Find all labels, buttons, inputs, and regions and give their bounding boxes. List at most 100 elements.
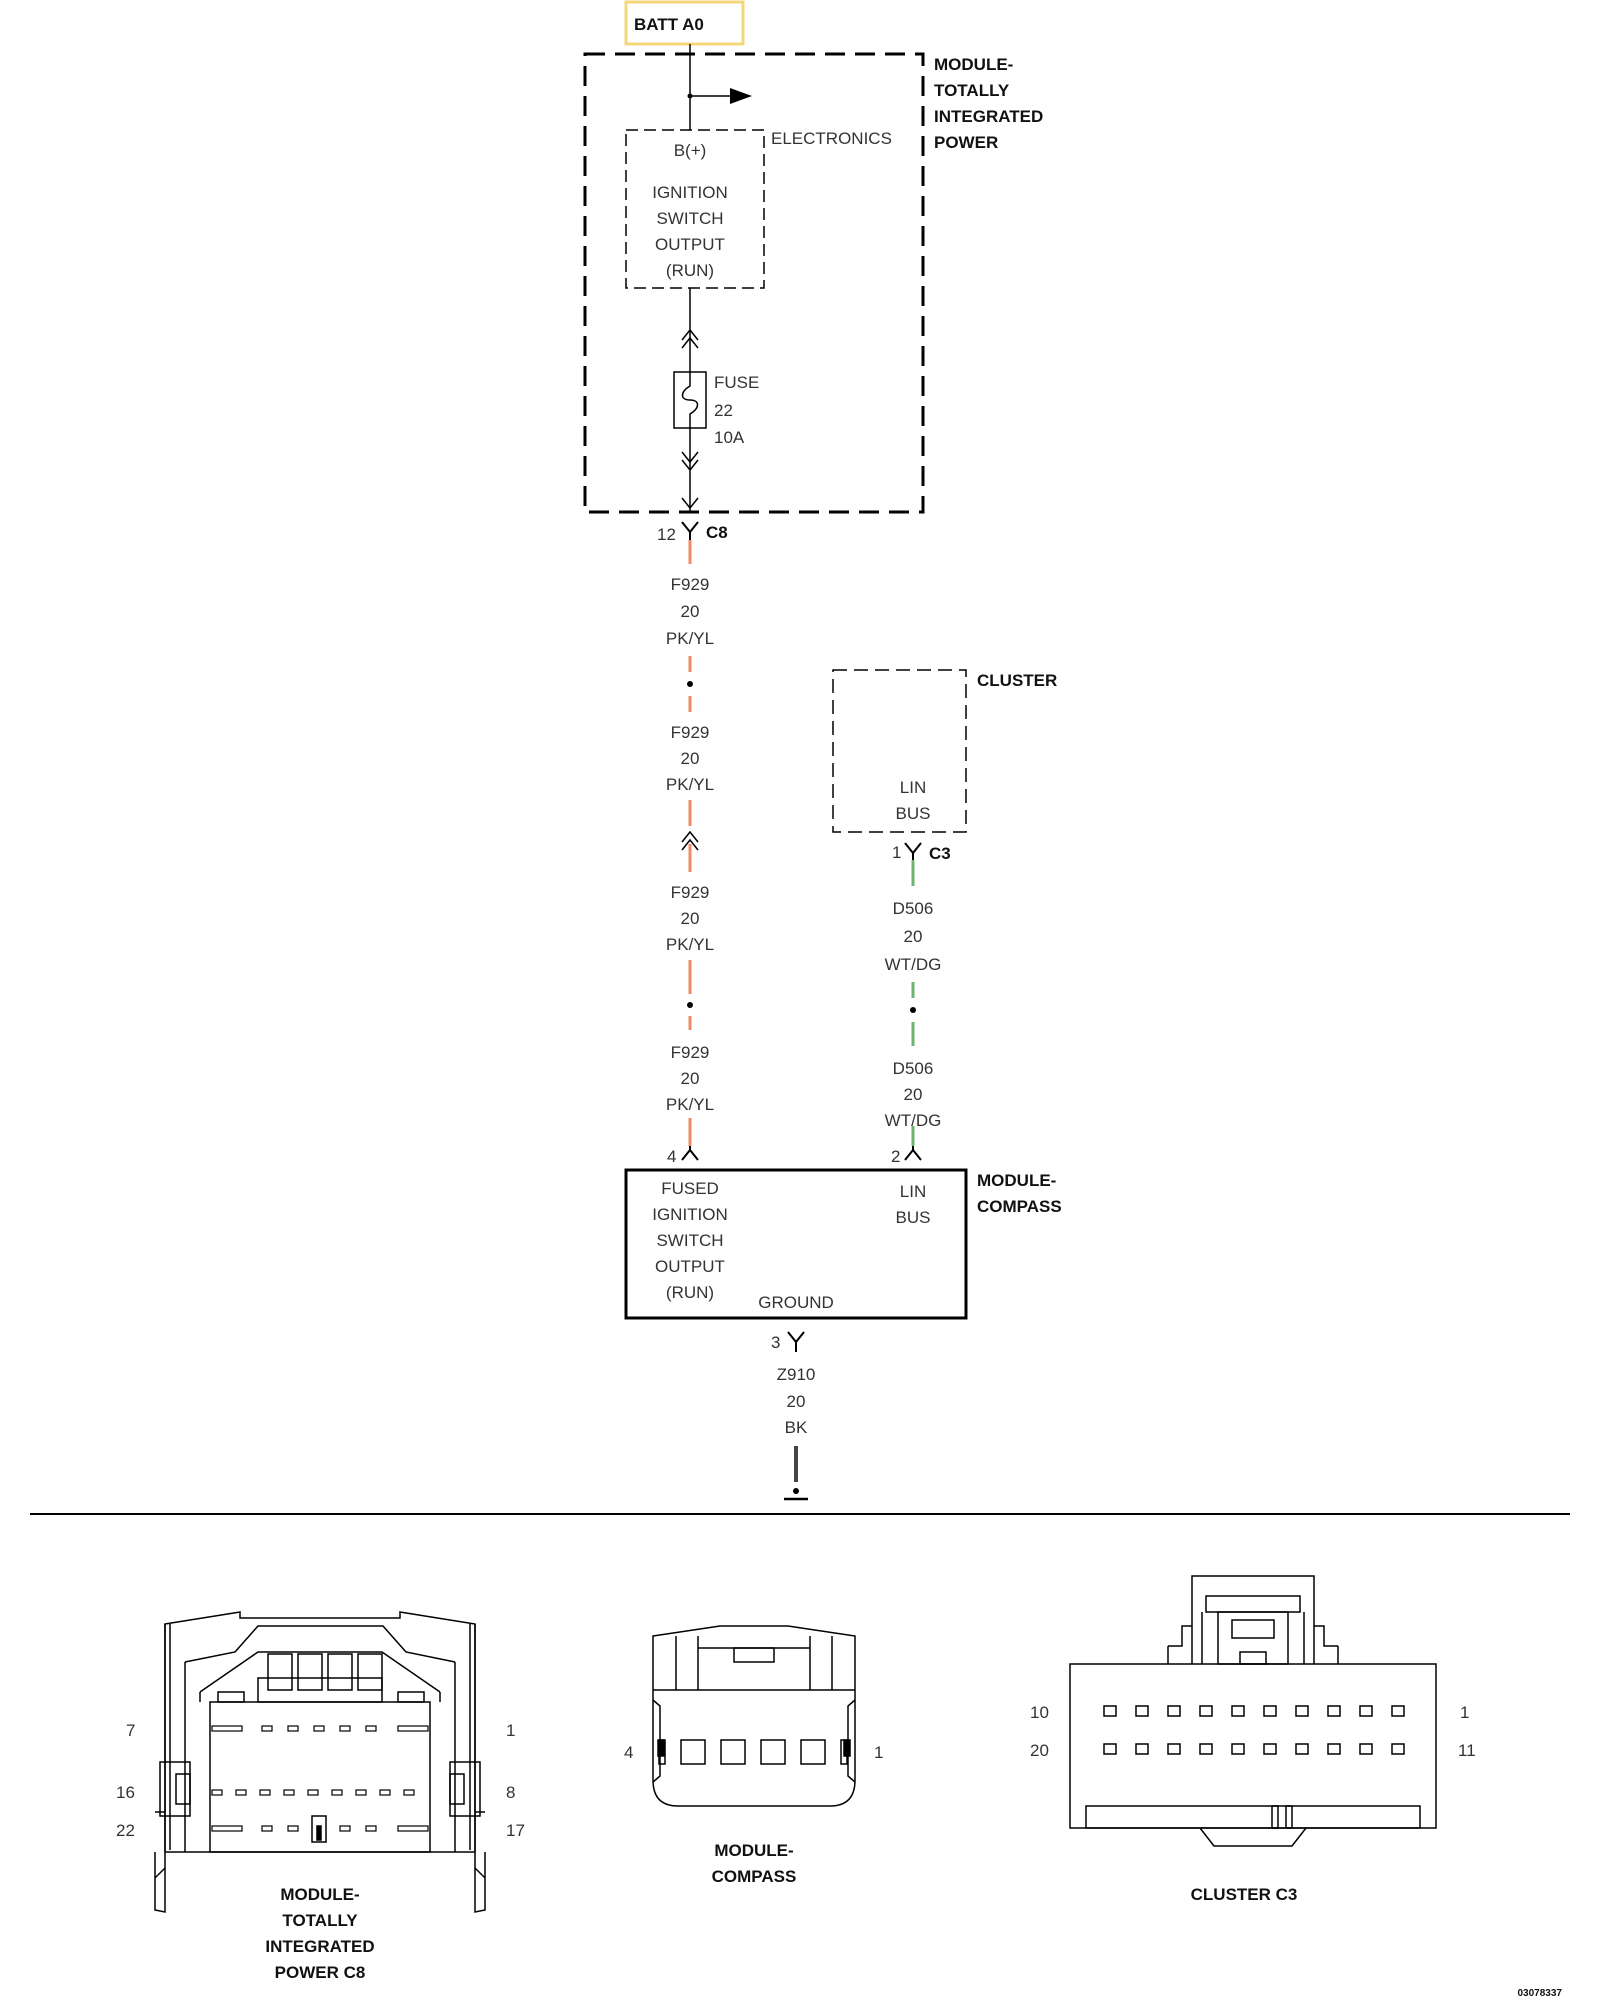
cluster-title: CLUSTER (977, 671, 1057, 690)
c8-connector-icon (681, 521, 699, 534)
ign-output-2: SWITCH (656, 209, 723, 228)
ign-output-4: (RUN) (666, 261, 714, 280)
compass-caption-1: MODULE- (714, 1841, 793, 1860)
fuse-label-3: 10A (714, 428, 745, 447)
splice-dot (910, 1007, 916, 1013)
c3-pin-20: 20 (1030, 1741, 1049, 1760)
c8-connector-label: C8 (706, 523, 728, 542)
splice-dot (687, 681, 693, 687)
inline-connector-icon (681, 838, 699, 851)
batt-label: BATT A0 (634, 15, 704, 34)
inline-connector-icon (681, 451, 699, 464)
tipm-title-3: INTEGRATED (934, 107, 1043, 126)
tipm-title-2: TOTALLY (934, 81, 1010, 100)
cluster-lin-1: LIN (900, 778, 926, 797)
compass-title-1: MODULE- (977, 1171, 1056, 1190)
compass-fused-5: (RUN) (666, 1283, 714, 1302)
c8-pin-8: 8 (506, 1783, 515, 1802)
compass-pin3-connector-icon (787, 1331, 805, 1344)
fuse-label-2: 22 (714, 401, 733, 420)
c3-pin-number: 1 (892, 843, 901, 862)
batt-label-box (624, 0, 745, 46)
ign-output-3: OUTPUT (655, 235, 725, 254)
inline-connector-icon (681, 336, 699, 349)
tipm-c8-connector-face (154, 1611, 486, 1913)
c8-caption-1: MODULE- (280, 1885, 359, 1904)
c8-pin-7: 7 (126, 1721, 135, 1740)
fuse-element (681, 372, 699, 428)
arrow-down-icon (681, 497, 699, 510)
compass-pin4-number: 4 (667, 1147, 676, 1166)
c8-caption-4: POWER C8 (275, 1963, 366, 1982)
compass-title-2: COMPASS (977, 1197, 1062, 1216)
compass-cavities (658, 1739, 848, 1765)
d506-label-a-circuit: D506 (893, 899, 934, 918)
compass-pin-1: 1 (874, 1743, 883, 1762)
document-id: 03078337 (1518, 1988, 1563, 1999)
f929-label-b-gauge: 20 (681, 749, 700, 768)
tipm-module-boundary (583, 52, 925, 514)
z910-gauge: 20 (787, 1392, 806, 1411)
cluster-c3-connector-face (1069, 1575, 1437, 1847)
compass-caption-2: COMPASS (712, 1867, 797, 1886)
f929-label-d-circuit: F929 (671, 1043, 710, 1062)
compass-lin-2: BUS (896, 1208, 931, 1227)
c3-pin-10: 10 (1030, 1703, 1049, 1722)
compass-fused-4: OUTPUT (655, 1257, 725, 1276)
f929-label-c-color: PK/YL (666, 935, 714, 954)
d506-label-a-gauge: 20 (904, 927, 923, 946)
batt-branch-arrow-icon (730, 88, 752, 104)
splice-dot (687, 1002, 693, 1008)
compass-connector-face (652, 1625, 856, 1807)
c3-pin-11: 11 (1458, 1741, 1476, 1760)
compass-ground-label: GROUND (758, 1293, 834, 1312)
compass-fused-3: SWITCH (656, 1231, 723, 1250)
f929-label-a-gauge: 20 (681, 602, 700, 621)
c3-connector-label: C3 (929, 844, 951, 863)
compass-pin3-number: 3 (771, 1333, 780, 1352)
tipm-title-4: POWER (934, 133, 998, 152)
fuse-label-1: FUSE (714, 373, 759, 392)
electronics-box (625, 129, 765, 289)
d506-label-a-color: WT/DG (885, 955, 942, 974)
tipm-title-1: MODULE- (934, 55, 1013, 74)
c8-pin-17: 17 (506, 1821, 525, 1840)
inline-connector-icon (681, 328, 699, 341)
ign-output-1: IGNITION (652, 183, 728, 202)
f929-label-c-circuit: F929 (671, 883, 710, 902)
c3-caption: CLUSTER C3 (1191, 1885, 1298, 1904)
compass-fused-1: FUSED (661, 1179, 719, 1198)
c8-pin-16: 16 (116, 1783, 135, 1802)
c8-pin-1: 1 (506, 1721, 515, 1740)
bplus-label: B(+) (674, 141, 707, 160)
f929-label-d-gauge: 20 (681, 1069, 700, 1088)
compass-pin-4: 4 (624, 1743, 633, 1762)
d506-label-b-circuit: D506 (893, 1059, 934, 1078)
compass-module-boundary (624, 1168, 968, 1320)
f929-label-d-color: PK/YL (666, 1095, 714, 1114)
compass-pin2-number: 2 (891, 1147, 900, 1166)
c3-pin-1: 1 (1460, 1703, 1469, 1722)
c3-connector-icon (904, 842, 922, 855)
electronics-label: ELECTRONICS (771, 129, 892, 148)
c8-caption-3: INTEGRATED (265, 1937, 374, 1956)
compass-lin-1: LIN (900, 1182, 926, 1201)
z910-circuit: Z910 (777, 1365, 816, 1384)
tipm-c8-cavities (211, 1725, 429, 1832)
compass-pin2-connector-icon (904, 1148, 922, 1161)
c8-pin-22: 22 (116, 1821, 135, 1840)
cluster-lin-2: BUS (896, 804, 931, 823)
d506-label-b-color: WT/DG (885, 1111, 942, 1130)
cluster-c3-cavities (1103, 1705, 1405, 1755)
inline-connector-icon (681, 459, 699, 472)
c8-pin-number: 12 (657, 525, 676, 544)
c8-caption-2: TOTALLY (282, 1911, 358, 1930)
z910-color: BK (785, 1418, 808, 1437)
f929-label-a-circuit: F929 (671, 575, 710, 594)
f929-label-b-circuit: F929 (671, 723, 710, 742)
f929-label-b-color: PK/YL (666, 775, 714, 794)
d506-label-b-gauge: 20 (904, 1085, 923, 1104)
ground-splice-dot (793, 1488, 799, 1494)
compass-pin4-connector-icon (681, 1148, 699, 1161)
